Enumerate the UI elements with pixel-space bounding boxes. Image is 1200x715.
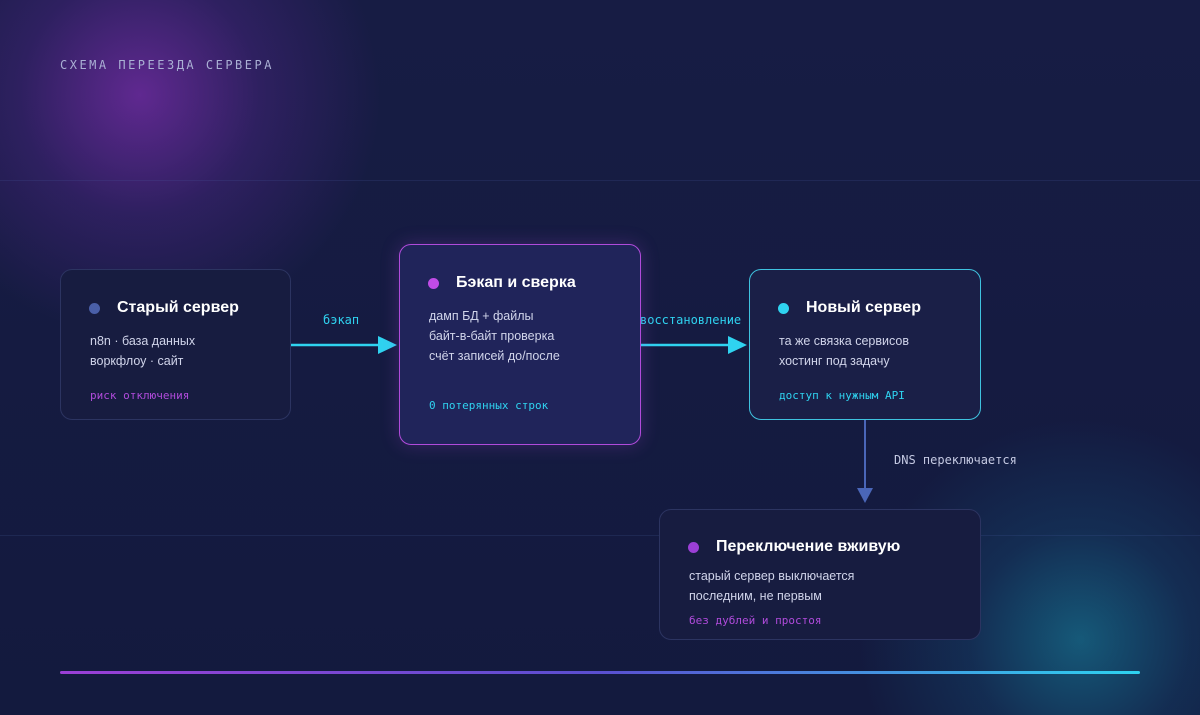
node-note: 0 потерянных строк [429, 399, 549, 412]
node-new-server-header: Новый сервер [778, 299, 921, 317]
node-description: n8n · база данных воркфлоу · сайт [90, 331, 195, 371]
diagram-eyebrow: СХЕМА ПЕРЕЕЗДА СЕРВЕРА [60, 58, 274, 72]
node-title: Старый сервер [117, 299, 239, 316]
arrow-backup-to-new-head [728, 336, 747, 354]
node-line: последним, не первым [689, 589, 822, 603]
node-line: хостинг под задачу [779, 354, 890, 368]
edge-label-restore: восстановление [640, 313, 742, 327]
status-dot-icon [778, 302, 789, 314]
node-line: та же связка сервисов [779, 334, 909, 348]
status-dot-icon [89, 302, 100, 314]
node-live-switch: Переключение вживую старый сервер выключ… [659, 509, 981, 640]
status-dot-icon [428, 277, 439, 289]
edge-label-backup: бэкап [323, 313, 360, 327]
node-line: дамп БД + файлы [429, 309, 534, 323]
node-live-switch-header: Переключение вживую [688, 538, 900, 556]
node-backup: Бэкап и сверка дамп БД + файлы байт-в-ба… [399, 244, 641, 445]
status-dot-icon [688, 541, 699, 553]
node-description: дамп БД + файлы байт-в-байт проверка счё… [429, 306, 560, 366]
arrow-old-to-backup-head [378, 336, 397, 354]
node-note: без дублей и простоя [689, 614, 822, 627]
node-note: доступ к нужным API [779, 389, 905, 402]
node-new-server: Новый сервер та же связка сервисов хости… [749, 269, 981, 420]
divider-bottom [0, 535, 1200, 536]
node-old-server: Старый сервер n8n · база данных воркфлоу… [60, 269, 291, 420]
divider-top [0, 180, 1200, 181]
node-note: риск отключения [90, 389, 190, 402]
node-line: байт-в-байт проверка [429, 329, 555, 343]
node-line: счёт записей до/после [429, 349, 560, 363]
edge-label-dns: DNS переключается [894, 453, 1017, 467]
node-line: n8n · база данных [90, 334, 196, 348]
node-line: старый сервер выключается [689, 569, 855, 583]
node-old-server-header: Старый сервер [89, 299, 239, 317]
accent-gradient-line [60, 671, 1140, 674]
node-backup-header: Бэкап и сверка [428, 274, 576, 292]
node-description: старый сервер выключается последним, не … [689, 566, 854, 606]
node-line: воркфлоу · сайт [90, 354, 184, 368]
arrow-new-to-switch-head [857, 488, 873, 503]
node-title: Переключение вживую [716, 538, 901, 555]
node-title: Новый сервер [806, 299, 921, 316]
node-title: Бэкап и сверка [456, 274, 576, 291]
node-description: та же связка сервисов хостинг под задачу [779, 331, 909, 371]
